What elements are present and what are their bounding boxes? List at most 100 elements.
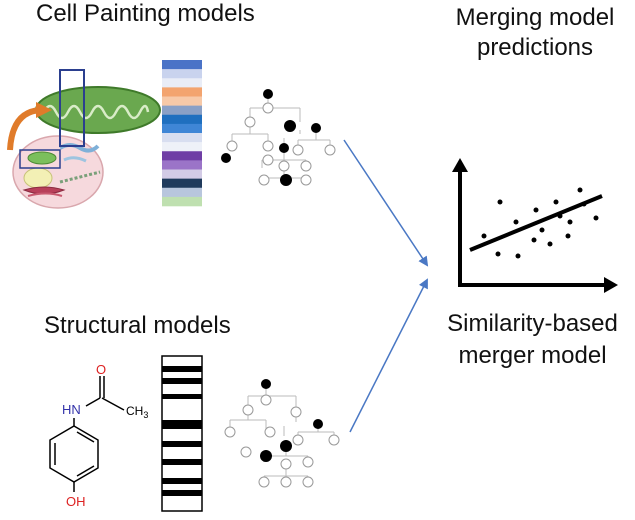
- tree-node-filled: [261, 379, 271, 389]
- mitochondrion-cristae: [42, 104, 150, 120]
- plot-points: [481, 187, 599, 259]
- tree-node-empty: [258, 476, 270, 488]
- plot-point: [553, 199, 559, 205]
- profile-band: [162, 96, 202, 106]
- tree-node-empty: [224, 426, 236, 438]
- fingerprint-band: [162, 378, 202, 384]
- tree-node-filled: [313, 419, 323, 429]
- tree-node-empty: [262, 102, 274, 114]
- plot-point: [593, 215, 599, 221]
- molecule-ch3-label: CH3: [126, 404, 148, 420]
- plot-point: [565, 233, 571, 239]
- tree-node-empty: [258, 174, 270, 186]
- plot-point: [531, 237, 537, 243]
- benzene-ring: [49, 425, 99, 483]
- profile-band: [162, 187, 202, 198]
- tree-node-empty: [264, 426, 276, 438]
- plot-point: [497, 199, 503, 205]
- tree-node-empty: [278, 160, 290, 172]
- profile-band: [162, 78, 202, 88]
- tree-node-empty: [300, 174, 312, 186]
- curved-arrow-head: [36, 102, 52, 118]
- profile-band: [162, 178, 202, 189]
- merger-model-line2: merger model: [458, 342, 607, 369]
- tree-node-filled: [260, 450, 272, 462]
- ring-double-bond: [76, 465, 95, 477]
- ch3-subscript: 3: [143, 410, 148, 420]
- plot-point: [577, 187, 583, 193]
- molecule-o-label: O: [96, 362, 106, 377]
- tree-node-empty: [262, 140, 274, 152]
- red-organelle: [22, 186, 66, 195]
- profile-band: [162, 69, 202, 79]
- tree-node-empty: [292, 144, 304, 156]
- tree-node-empty: [280, 476, 292, 488]
- plot-point: [567, 219, 573, 225]
- tree-node-empty: [302, 456, 314, 468]
- tree-node-filled: [311, 123, 321, 133]
- tree-node-empty: [290, 406, 302, 418]
- molecule-oh-label: OH: [66, 494, 86, 509]
- cytoskeleton: [59, 170, 101, 184]
- zoom-box-small: [19, 149, 61, 169]
- curved-arrow-shaft: [7, 107, 41, 151]
- plot-point: [557, 213, 563, 219]
- arrow-structure-to-merger: [349, 278, 428, 433]
- profile-band: [162, 60, 202, 70]
- tree-node-filled: [263, 89, 273, 99]
- tree-node-empty: [260, 394, 272, 406]
- fingerprint-band: [162, 394, 202, 399]
- tree-node-empty: [292, 434, 304, 446]
- plot-point: [481, 233, 487, 239]
- plot-point: [515, 253, 521, 259]
- zoom-box-tall: [59, 69, 85, 147]
- structural-title: Structural models: [44, 312, 231, 339]
- tree-node-empty: [240, 446, 252, 458]
- small-mitochondrion: [27, 151, 57, 165]
- fingerprint-band: [162, 366, 202, 372]
- plot-point: [581, 201, 587, 207]
- tree-node-filled: [280, 174, 292, 186]
- merging-title-line2: predictions: [476, 34, 594, 61]
- profile-band: [162, 87, 202, 97]
- golgi: [63, 156, 87, 163]
- tree-node-empty: [242, 404, 254, 416]
- tree-node-empty: [324, 144, 336, 156]
- cell-profile-barcode: [162, 60, 202, 207]
- tree-node-empty: [302, 476, 314, 488]
- tree-node-empty: [262, 154, 274, 166]
- tree-node-filled: [279, 143, 289, 153]
- fingerprint-band: [162, 490, 202, 496]
- cell-illustration: [7, 69, 161, 209]
- profile-band: [162, 142, 202, 152]
- tree-node-empty: [300, 160, 312, 172]
- red-organelle-fold: [27, 192, 63, 197]
- tree-node-empty: [328, 434, 340, 446]
- merger-model-line1: Similarity-based: [447, 310, 618, 337]
- plot-point: [547, 241, 553, 247]
- fingerprint-band: [162, 441, 202, 447]
- nucleus: [23, 167, 53, 189]
- fingerprint-band: [162, 420, 202, 429]
- plot-trend-line: [469, 194, 603, 252]
- tree-node-empty: [244, 116, 256, 128]
- profile-band: [162, 114, 202, 125]
- tree-node-filled: [280, 440, 292, 452]
- plot-point: [539, 227, 545, 233]
- tree-top-nodes: [221, 89, 336, 186]
- profile-band: [162, 196, 202, 207]
- tree-node-filled: [284, 120, 296, 132]
- fingerprint-band: [162, 459, 202, 465]
- tree-node-filled: [221, 153, 231, 163]
- profile-band: [162, 160, 202, 170]
- profile-band: [162, 151, 202, 161]
- tree-node-empty: [280, 458, 292, 470]
- plot-x-axis-arrow: [604, 277, 618, 293]
- plot-y-axis-arrow: [452, 158, 468, 172]
- merging-title-line1: Merging model: [455, 4, 615, 31]
- ch3-main: CH: [126, 404, 143, 418]
- tree-bottom-nodes: [224, 379, 340, 488]
- molecule-nh-label: HN: [62, 402, 81, 417]
- plot-point: [513, 219, 519, 225]
